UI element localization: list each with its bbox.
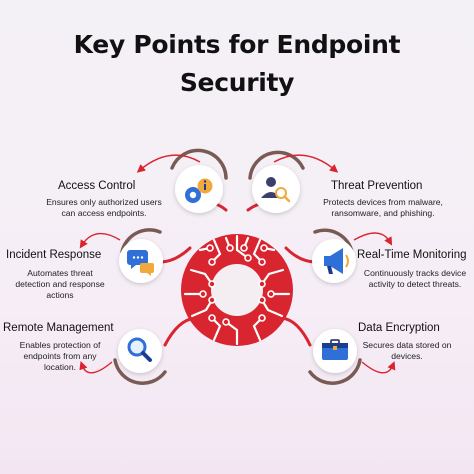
desc-incident-response: Automates threat detection and response … (15, 268, 105, 300)
ring-arc-access-control (170, 148, 228, 180)
desc-realtime-monitoring: Continuously tracks device activity to d… (363, 268, 467, 289)
magnifier-icon (127, 337, 152, 362)
connector-remote-management (163, 316, 197, 347)
icon-ring-arcs (113, 148, 362, 385)
connector-data-encryption (280, 316, 312, 347)
outer-arrows (79, 154, 396, 374)
title-threat-prevention: Threat Prevention (331, 180, 423, 192)
ring-arc-remote-management (113, 358, 167, 385)
title-realtime-monitoring: Real-Time Monitoring (357, 249, 467, 261)
title-line-1: Key Points for Endpoint (73, 30, 401, 59)
chat-bubbles-icon (127, 250, 154, 276)
central-circuit-ring (181, 234, 293, 346)
briefcase-icon (322, 339, 348, 360)
user-search-icon (261, 177, 291, 203)
icon-node-remote-management (118, 329, 162, 373)
icon-node-realtime-monitoring (312, 239, 356, 283)
title-data-encryption: Data Encryption (358, 322, 440, 334)
ring-arc-threat-prevention (248, 150, 305, 180)
arrow-remote-management (79, 361, 113, 374)
icon-node-threat-prevention (252, 165, 300, 213)
arrow-data-encryption (361, 361, 396, 374)
ring-arc-data-encryption (308, 358, 362, 385)
arrow-access-control (136, 154, 201, 173)
icon-node-incident-response (119, 239, 163, 283)
title-incident-response: Incident Response (6, 249, 102, 261)
connector-realtime-monitoring (284, 246, 318, 264)
gear-info-icon (185, 178, 213, 203)
page-title: Key Points for Endpoint Security (0, 26, 474, 102)
title-access-control: Access Control (58, 180, 136, 192)
arrow-incident-response (79, 232, 121, 249)
title-line-2: Security (179, 68, 295, 97)
desc-data-encryption: Secures data stored on devices. (362, 340, 452, 361)
icon-node-access-control (175, 165, 223, 213)
ring-arc-incident-response (120, 228, 162, 254)
desc-threat-prevention: Protects devices from malware, ransomwar… (323, 197, 443, 218)
megaphone-icon (324, 248, 349, 274)
connector-incident-response (158, 246, 192, 264)
title-remote-management: Remote Management (3, 322, 114, 334)
desc-remote-management: Enables protection of endpoints from any… (19, 340, 101, 372)
arrow-realtime-monitoring (353, 232, 393, 246)
desc-access-control: Ensures only authorized users can access… (46, 197, 162, 218)
arrow-threat-prevention (273, 154, 339, 173)
icon-node-data-encryption (313, 329, 357, 373)
